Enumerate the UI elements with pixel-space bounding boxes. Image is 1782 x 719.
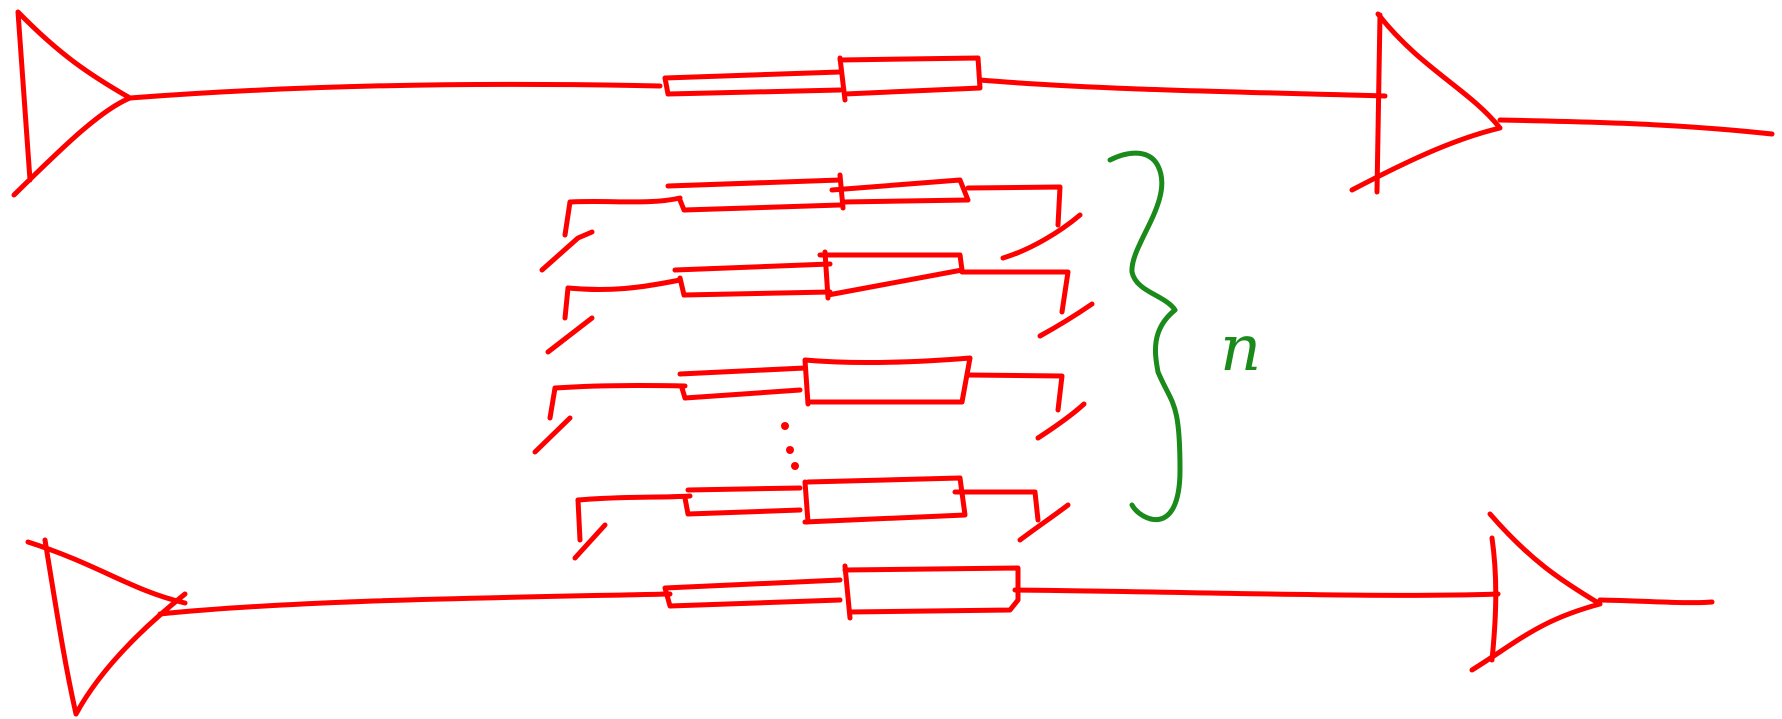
ground-right-4: [1017, 502, 1071, 543]
dot-2: [786, 446, 794, 454]
bottom-wire-left: [157, 591, 673, 617]
top-resistor-right: [837, 55, 983, 103]
resistor-right-1: [829, 172, 971, 211]
ground-right-1: [1000, 212, 1083, 261]
coupled-line-2: [545, 249, 1095, 355]
bottom-resistor-left: [662, 577, 843, 609]
top-wire-right: [977, 77, 1388, 99]
bottom-right-buffer-triangle: [1469, 511, 1603, 673]
n-brace: n: [1107, 150, 1261, 522]
resistor-left-4: [682, 485, 803, 517]
ground-left-3: [532, 385, 573, 455]
wire-right-2: [959, 269, 1071, 315]
wire-left-1: [567, 195, 683, 205]
wire-right-4: [952, 489, 1041, 523]
resistor-left-3: [677, 365, 808, 401]
top-line: [11, 9, 1775, 198]
wire-left-3: [552, 382, 688, 391]
ground-left-4: [572, 497, 608, 561]
coupled-line-1: [539, 172, 1083, 273]
ground-right-3: [1035, 401, 1087, 441]
ground-left-1: [539, 199, 595, 273]
wire-right-1: [965, 184, 1063, 228]
wire-left-2: [565, 277, 683, 293]
coupled-line-3: [532, 355, 1087, 455]
top-right-buffer-triangle: [1349, 11, 1503, 195]
dot-3: [791, 462, 799, 470]
brace-label-n: n: [1220, 312, 1261, 386]
top-left-buffer-triangle: [11, 9, 133, 198]
ground-right-2: [1037, 301, 1095, 339]
resistor-left-1: [665, 177, 843, 213]
resistor-left-2: [672, 261, 833, 298]
bottom-resistor-right: [842, 563, 1021, 621]
dot-1: [781, 422, 789, 430]
wire-left-4: [575, 493, 693, 503]
top-wire-left: [127, 81, 663, 101]
resistor-right-3: [802, 355, 973, 407]
bottom-output-wire: [1597, 597, 1715, 606]
bottom-line: [25, 511, 1715, 717]
wire-right-3: [965, 372, 1065, 413]
bottom-wire-right: [1012, 587, 1501, 598]
top-resistor-left: [662, 69, 843, 97]
resistor-right-4: [802, 475, 968, 525]
curly-brace: [1107, 150, 1183, 522]
ground-left-2: [545, 285, 595, 355]
bottom-left-buffer-triangle: [25, 537, 188, 717]
ellipsis-dots: [781, 422, 799, 470]
top-output-wire: [1497, 117, 1775, 137]
resistor-right-2: [817, 249, 965, 301]
coupled-line-4: [572, 475, 1071, 561]
